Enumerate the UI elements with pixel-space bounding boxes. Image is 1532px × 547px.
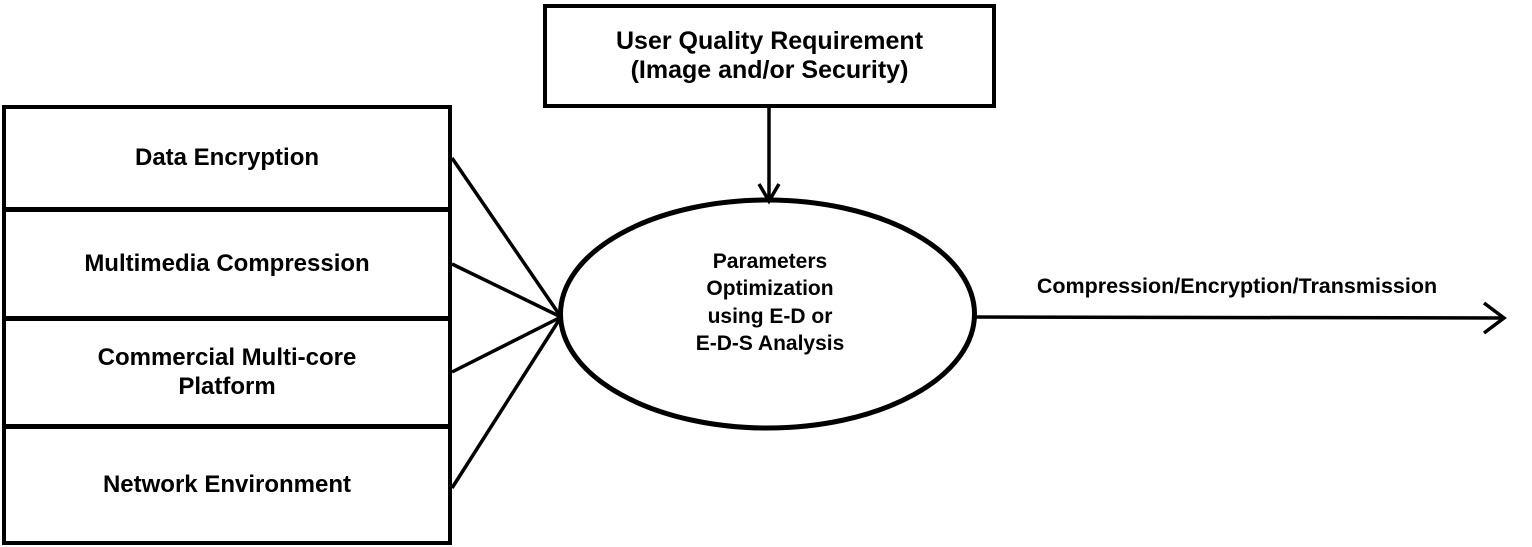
input-factors-stack: Data Encryption Multimedia Compression C… [2,105,452,545]
connector-requirement-to-process [757,108,781,205]
input-label-data-encryption: Data Encryption [134,143,320,171]
user-quality-requirement-box: User Quality Requirement (Image and/or S… [543,4,996,108]
input-label-network-environment: Network Environment [102,470,352,498]
input-box-network-environment: Network Environment [2,425,452,545]
connector-process-to-output [972,301,1507,335]
input-label-commercial-multicore-platform: Commercial Multi-core Platform [97,344,357,400]
input-box-data-encryption: Data Encryption [2,105,452,211]
connector-commercial-multicore-platform-to-process [451,315,562,374]
input-box-multimedia-compression: Multimedia Compression [2,208,452,320]
connector-data-encryption-to-process [450,157,563,318]
connector-multimedia-compression-to-process [451,262,562,319]
input-label-multimedia-compression: Multimedia Compression [84,249,370,277]
output-arrow-label: Compression/Encryption/Transmission [1036,274,1438,298]
process-ellipse-label: Parameters Optimization using E-D or E-D… [695,250,845,355]
input-box-commercial-multicore-platform: Commercial Multi-core Platform [2,317,452,428]
user-quality-requirement-label: User Quality Requirement (Image and/or S… [615,26,924,85]
connector-network-environment-to-process [450,316,563,489]
